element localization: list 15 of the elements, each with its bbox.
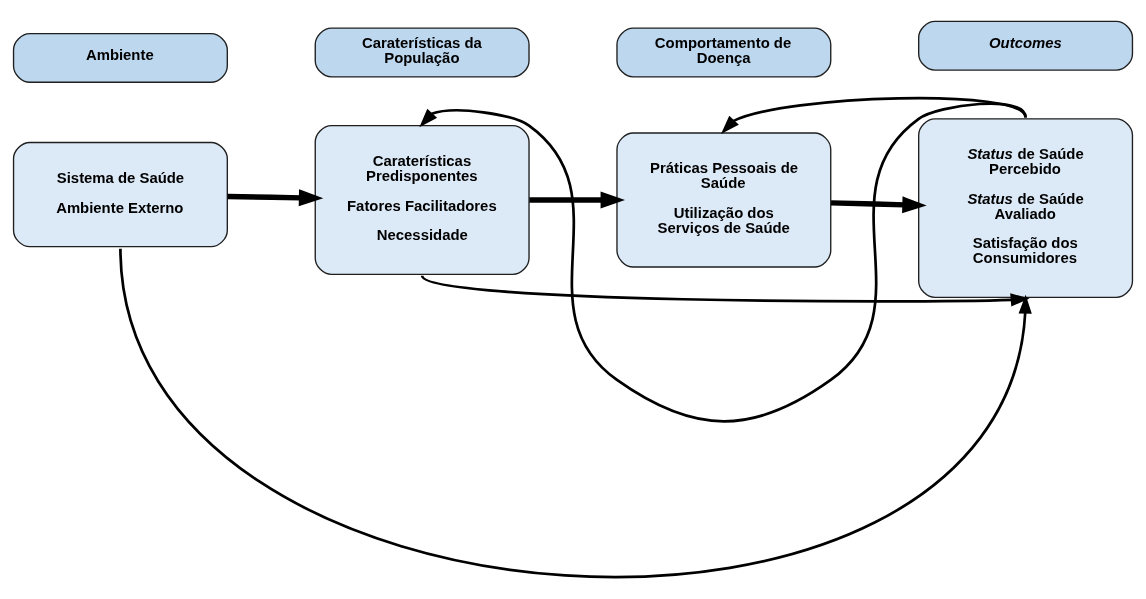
arrow [529,191,625,209]
node-box: Sistema de Saúde Ambiente Externo [12,141,228,248]
arrow [119,248,1032,577]
node-box: Ambiente [12,32,228,83]
node-box: Caraterísticas da População [314,27,530,78]
node-box: Status de Saúde Percebido Status de Saúde Avaliado Satisfação dos Consumidores [918,118,1134,299]
arrow [227,189,324,207]
node-box: Comportamento de Doença [616,27,832,78]
node-box: Práticas Pessoais de Saúde Utilização dos Serviços de Saúde [616,132,832,268]
node-box: Outcomes [918,20,1134,71]
arrow [721,96,1027,134]
node-box: Caraterísticas Predisponentes Fatores Facilitadores Necessidade [314,124,530,276]
arrow [419,102,1027,423]
arrow [421,274,1030,307]
arrow [831,196,927,214]
